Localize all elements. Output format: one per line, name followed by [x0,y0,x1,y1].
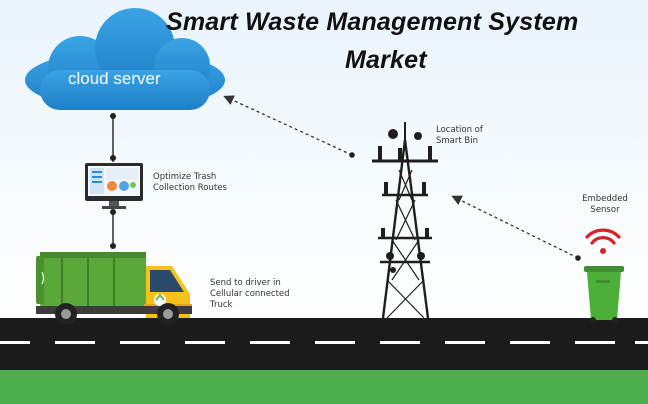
tower-antennas [378,129,432,273]
truck-label-line2: Cellular connected [210,289,290,299]
cell-tower-icon [372,122,438,319]
grass-strip [0,370,648,404]
road-lane-markings [0,341,648,344]
arrow-tower-to-cloud [223,95,355,158]
tower-label: Location of Smart Bin [436,125,483,147]
connector-monitor-truck [110,209,116,249]
garbage-truck-icon [36,252,192,325]
diagram-title-line2: Market [345,46,427,74]
monitor-label-line2: Collection Routes [153,183,227,193]
monitor-label: Optimize Trash Collection Routes [153,172,227,194]
sensor-label: Embedded Sensor [582,194,628,216]
sensor-label-line1: Embedded [582,194,628,204]
monitor-label-line1: Optimize Trash [153,172,217,182]
monitor-icon [85,163,143,209]
wifi-signal-icon [585,228,621,254]
tower-label-line2: Smart Bin [436,136,478,146]
cloud-server-label: cloud server [68,69,161,88]
diagram-title-line1: Smart Waste Management System [166,8,579,36]
cloud-icon [25,8,225,110]
truck-label-line1: Send to driver in [210,278,281,288]
smart-bin-icon [584,266,624,323]
tower-label-line1: Location of [436,125,483,135]
sensor-label-line2: Sensor [590,205,620,215]
arrow-sensor-to-tower [451,195,581,261]
truck-label-line3: Truck [210,300,233,310]
truck-label: Send to driver in Cellular connected Tru… [210,278,290,311]
connector-cloud-monitor [110,113,116,162]
